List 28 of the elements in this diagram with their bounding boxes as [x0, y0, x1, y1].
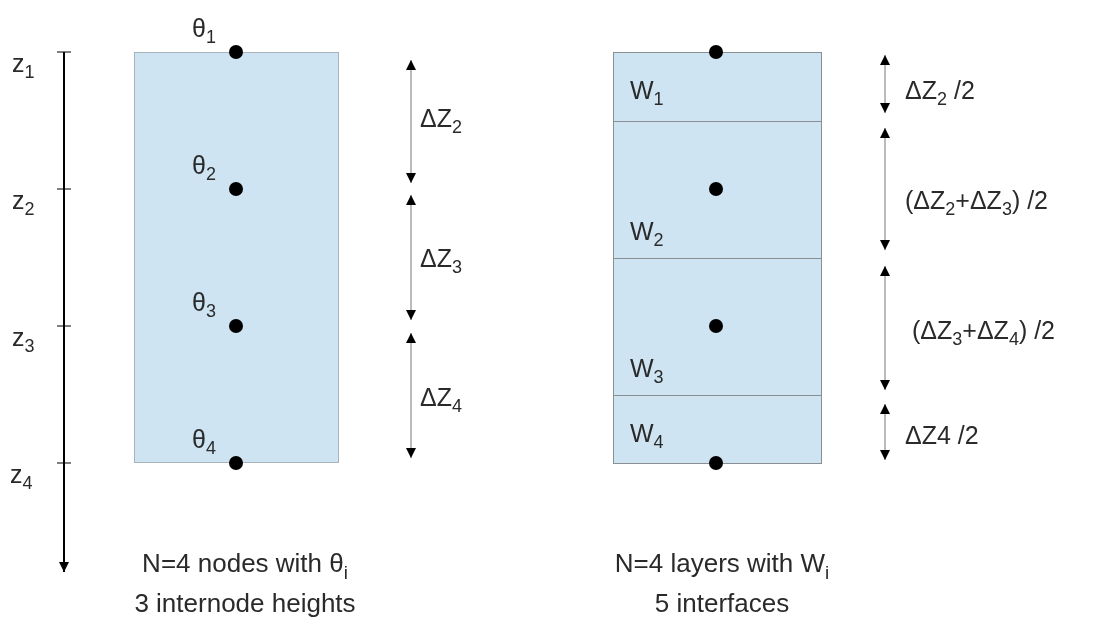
height-label: ΔZ$_{2}$	[420, 103, 462, 133]
height-label: ΔZ$_{4}$	[420, 382, 462, 412]
thickness-label: ΔZ$_{2}$ /2	[905, 75, 975, 105]
depth-label: z$_{4}$	[10, 459, 33, 489]
theta-label: θ$_{3}$	[192, 287, 216, 317]
depth-label: z$_{1}$	[12, 48, 35, 78]
thickness-label: (ΔZ$_{3}$+ΔZ$_{4}$) /2	[912, 315, 1056, 345]
layer-box	[613, 395, 822, 464]
thickness-label: ΔZ4 /2	[905, 420, 979, 450]
thickness-label: (ΔZ$_{2}$+ΔZ$_{3}$) /2	[905, 185, 1049, 215]
caption-text: N=4 nodes with θ$_{i}$	[142, 548, 348, 578]
theta-label: θ$_{1}$	[192, 13, 216, 43]
layer-label: W$_{2}$	[630, 216, 664, 246]
layer-box	[613, 52, 822, 122]
layer-label: W$_{3}$	[630, 353, 664, 383]
caption-text: 5 interfaces	[654, 588, 790, 618]
depth-label: z$_{2}$	[12, 185, 35, 215]
layer-label: W$_{1}$	[630, 75, 664, 105]
theta-label: θ$_{2}$	[192, 150, 216, 180]
layer-box	[613, 258, 822, 396]
caption-text: N=4 layers with W$_{i}$	[614, 548, 830, 578]
theta-label: θ$_{4}$	[192, 424, 216, 454]
column-box	[134, 52, 339, 463]
layer-box	[613, 121, 822, 259]
caption-text: 3 internode heights	[134, 588, 356, 618]
height-label: ΔZ$_{3}$	[420, 243, 462, 273]
depth-label: z$_{3}$	[12, 322, 35, 352]
layer-label: W$_{4}$	[630, 418, 664, 448]
